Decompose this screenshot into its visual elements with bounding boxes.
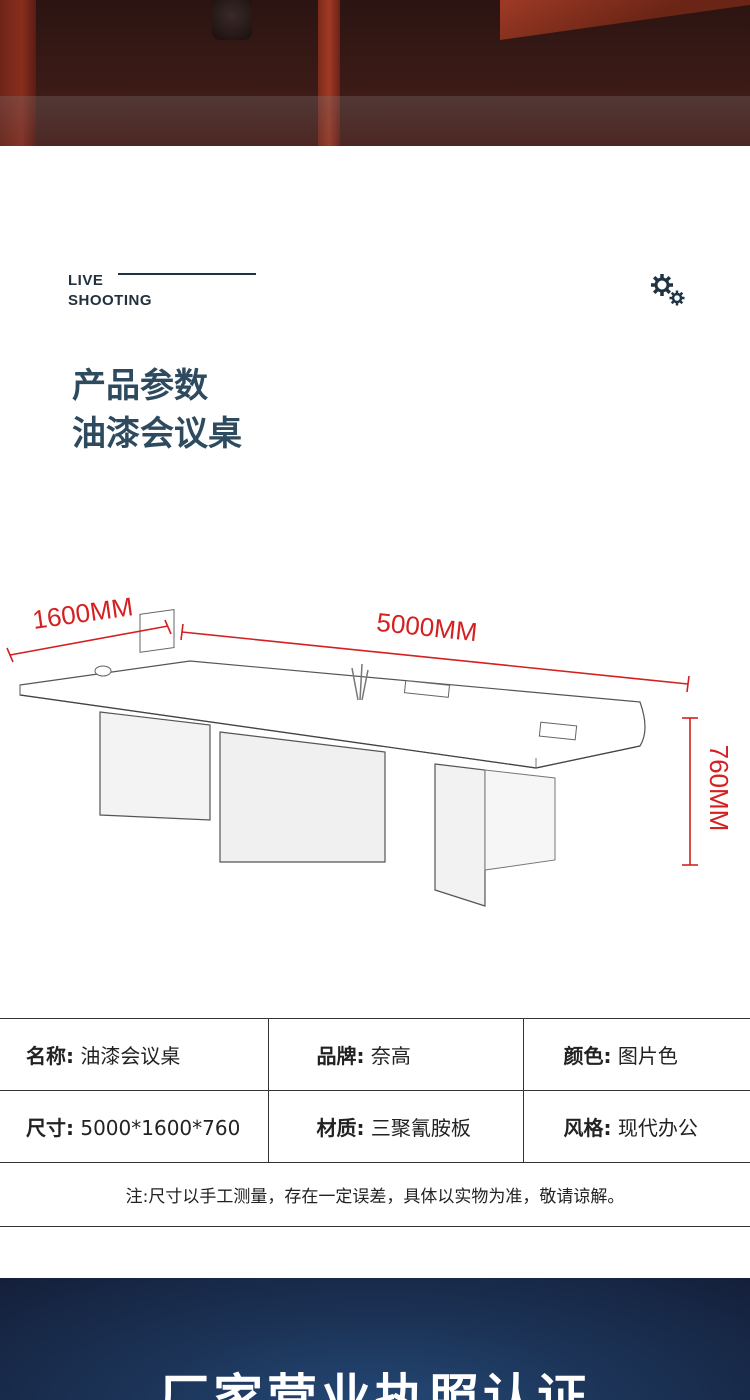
desk-panel-left (0, 0, 36, 146)
spec-cell-brand: 品牌: 奈高 (268, 1018, 524, 1091)
spec-cell-style: 风格: 现代办公 (523, 1090, 750, 1163)
desk-edge (500, 0, 750, 40)
table-base-left (99, 711, 211, 821)
desk-plate (403, 680, 451, 698)
depth-label: 1600MM (31, 591, 135, 635)
chair-foot (212, 0, 252, 40)
cable-box (538, 721, 578, 741)
live-shooting-tag: LIVE SHOOTING (68, 271, 152, 311)
spec-row: 尺寸: 5000*1600*760 材质: 三聚氰胺板 风格: 现代办公 (0, 1090, 750, 1163)
license-banner: 厂家营业执照认证 (0, 1278, 750, 1400)
heading-line-1: 产品参数 (72, 366, 208, 406)
section-heading: 产品参数 油漆会议桌 (72, 362, 242, 458)
flower-vase (351, 663, 369, 701)
depth-dimension-line (9, 625, 169, 656)
banner-title: 厂家营业执照认证 (159, 1369, 591, 1400)
table-top-front (19, 685, 537, 768)
desk-panel-middle (318, 0, 340, 146)
table-base-right (434, 763, 486, 907)
length-dimension-line (181, 631, 689, 685)
tag-divider-line (118, 273, 256, 275)
spec-table: 名称: 油漆会议桌 品牌: 奈高 颜色: 图片色 尺寸: 5000*1600*7… (0, 1018, 750, 1227)
spec-row: 名称: 油漆会议桌 品牌: 奈高 颜色: 图片色 (0, 1018, 750, 1091)
spec-note: 注:尺寸以手工测量，存在一定误差，具体以实物为准，敬请谅解。 (0, 1162, 750, 1227)
spec-cell-material: 材质: 三聚氰胺板 (268, 1090, 524, 1163)
table-base-center (219, 731, 386, 863)
spec-note-row: 注:尺寸以手工测量，存在一定误差，具体以实物为准，敬请谅解。 (0, 1162, 750, 1227)
live-text: LIVE (68, 272, 104, 289)
heading-line-2: 油漆会议桌 (72, 414, 242, 454)
shooting-text: SHOOTING (68, 292, 153, 309)
gears-icon (651, 274, 685, 306)
floor-reflection (0, 96, 750, 146)
spec-cell-size: 尺寸: 5000*1600*760 (0, 1090, 269, 1163)
table-base-right-back (484, 769, 556, 871)
product-photo-top (0, 0, 750, 146)
spec-cell-color: 颜色: 图片色 (523, 1018, 750, 1091)
table-dimension-diagram: 1600MM 5000MM 760MM (6, 591, 734, 907)
height-label: 760MM (704, 745, 734, 832)
spec-cell-name: 名称: 油漆会议桌 (0, 1018, 269, 1091)
length-label: 5000MM (375, 607, 479, 647)
teacup (94, 665, 112, 677)
